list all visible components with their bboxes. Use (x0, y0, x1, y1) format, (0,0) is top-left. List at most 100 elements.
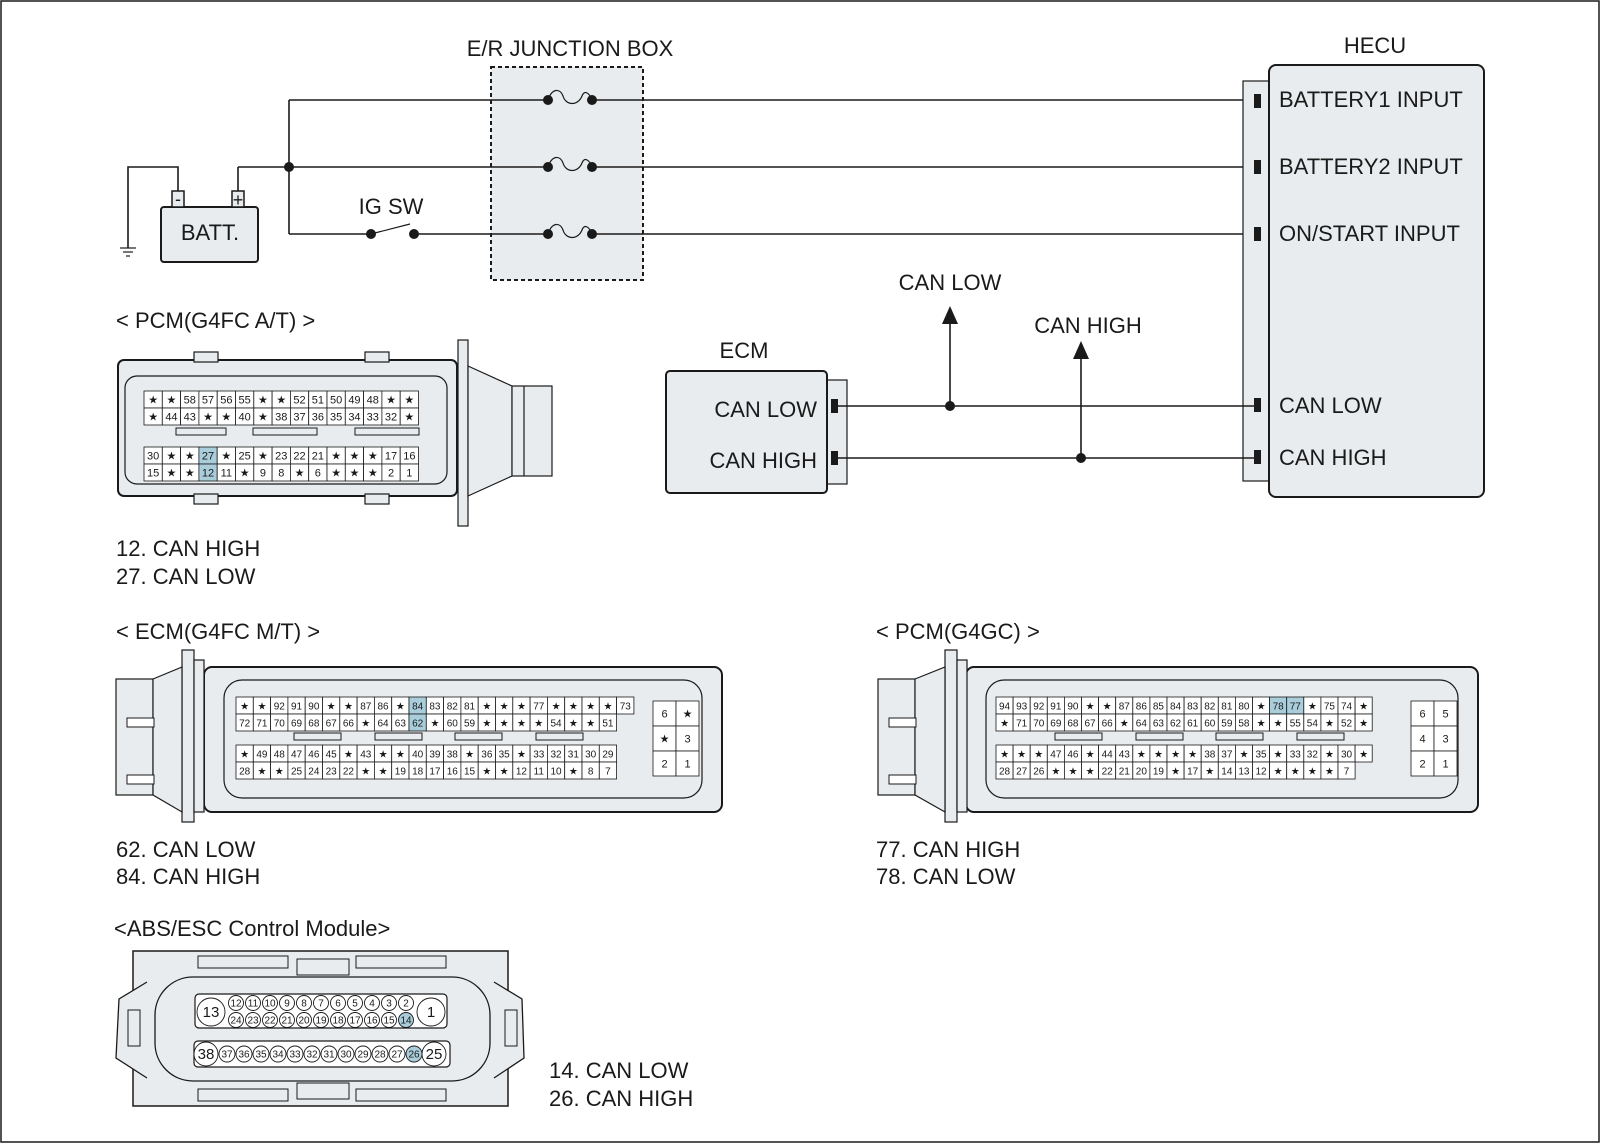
abs-pin: 6 (335, 999, 341, 1010)
ecm-mt-pin: ★ (603, 702, 612, 713)
ecm-mt-pin: ★ (586, 719, 595, 730)
ecm-mt-pin: 30 (585, 750, 597, 761)
hecu-can-high: CAN HIGH (1279, 445, 1387, 470)
abs-pin-circle (196, 997, 226, 1027)
ecm-mt-side-pin: 2 (661, 759, 667, 771)
pcm-at-pin: ★ (185, 451, 195, 463)
ecm-mt-pin: 71 (256, 719, 268, 730)
pcm-at-pin: 38 (275, 412, 287, 424)
pcm-g4gc-pin: ★ (1086, 702, 1095, 713)
can-high-arrow-label: CAN HIGH (1034, 313, 1142, 338)
abs-pin: 13 (203, 1004, 220, 1021)
pcm-g4gc-pin: ★ (1359, 702, 1368, 713)
abs-pin: 20 (298, 1016, 310, 1027)
ecm-mt-note-1: 62. CAN LOW (116, 837, 256, 862)
pcm-g4gc-side-pin: 4 (1419, 734, 1425, 746)
pcm-g4gc-pin: 94 (999, 702, 1011, 713)
pcm-at-pin: 11 (221, 468, 232, 480)
pcm-g4gc-side-pin-cell (1433, 750, 1458, 777)
abs-pin-circle (193, 1041, 219, 1067)
pcm-g4gc-pin: ★ (1171, 767, 1180, 778)
pcm-g4gc-side-pin: 2 (1419, 759, 1425, 771)
pcm-g4gc-pin: ★ (1000, 750, 1009, 761)
ecm-mt-pin: 63 (395, 719, 407, 730)
fuses (543, 89, 597, 239)
ecm-mt-pin: ★ (500, 767, 509, 778)
abs-pin-circle (398, 1012, 414, 1028)
pcm-at-pin: 34 (348, 412, 360, 424)
ecm-module: ECM CAN LOW CAN HIGH (665, 338, 848, 494)
pcm-g4gc-pin: ★ (1086, 750, 1095, 761)
pcm-g4gc-pin-cell (1354, 744, 1373, 763)
pcm-at-pin: 23 (275, 451, 287, 463)
fuse-3 (543, 223, 597, 239)
pcm-g4gc-pin: 92 (1033, 702, 1045, 713)
abs-pin: 38 (198, 1046, 215, 1063)
ground-icon (120, 247, 136, 257)
abs-pin: 17 (349, 1016, 361, 1027)
abs-title: <ABS/ESC Control Module> (114, 916, 390, 941)
pcm-g4gc-pin: 93 (1016, 702, 1028, 713)
ecm-mt-pin: 90 (308, 702, 320, 713)
abs-pin-circle (405, 1045, 423, 1063)
pcm-g4gc-pin: 85 (1153, 702, 1165, 713)
can-low-arrow-label: CAN LOW (899, 270, 1002, 295)
battery: - + BATT. (160, 189, 259, 263)
ecm-mt-pin: ★ (586, 702, 595, 713)
battery-plus: + (233, 190, 244, 210)
ecm-mt-side-pin: ★ (683, 709, 693, 721)
pcm-g4gc-pin: 38 (1204, 750, 1216, 761)
pcm-at-pin: 52 (293, 395, 305, 407)
ecm-mt-pin: 33 (533, 750, 545, 761)
pcm-at-pin: 21 (312, 451, 324, 463)
hecu-on-start-input: ON/START INPUT (1279, 221, 1460, 246)
pcm-g4gc-pin: 44 (1102, 750, 1114, 761)
ecm-mt-side-pin: 6 (661, 709, 667, 721)
pcm-g4gc-pin: 55 (1290, 719, 1302, 730)
pcm-at-pin: 57 (202, 395, 214, 407)
ecm-mt-pin: ★ (396, 702, 405, 713)
pcm-at-pin: 43 (184, 412, 196, 424)
pcm-g4gc-pin: 27 (1016, 767, 1028, 778)
pcm-g4gc-pin: ★ (1359, 750, 1368, 761)
abs-pin-circle (347, 1012, 363, 1028)
pcm-at-pin: 35 (330, 412, 342, 424)
ecm-mt-pin: 15 (464, 767, 476, 778)
pcm-at-pin: ★ (331, 451, 341, 463)
pcm-g4gc-pin: 47 (1050, 750, 1062, 761)
pcm-g4gc-pin: 7 (1344, 767, 1350, 778)
pcm-g4gc-pin: ★ (1257, 702, 1266, 713)
pcm-g4gc-pin: ★ (1154, 750, 1163, 761)
pcm-g4gc-pin: ★ (1359, 719, 1368, 730)
pcm-at-pin: 50 (330, 395, 342, 407)
pcm-g4gc-note-2: 78. CAN LOW (876, 864, 1016, 889)
pcm-g4gc-pin: 64 (1136, 719, 1148, 730)
ecm-mt-pin: 16 (447, 767, 459, 778)
ecm-mt-pin: 46 (308, 750, 320, 761)
pcm-g4gc-pin: ★ (1274, 719, 1283, 730)
abs-pin: 1 (427, 1004, 435, 1021)
abs-pin-circle (347, 995, 363, 1011)
pcm-g4gc-pin: 82 (1204, 702, 1216, 713)
abs-pin-circle (245, 1012, 261, 1028)
pcm-at-pin: ★ (185, 468, 195, 480)
pcm-g4gc-pin: ★ (1000, 719, 1009, 730)
pcm-at-title: < PCM(G4FC A/T) > (116, 308, 315, 333)
pcm-at-pin: ★ (240, 468, 250, 480)
pcm-at-pin: 49 (348, 395, 360, 407)
abs-pin: 34 (272, 1050, 284, 1061)
ecm-mt-pin: 51 (602, 719, 614, 730)
ecm-mt-pin: 39 (429, 750, 441, 761)
pcm-g4gc-pin: ★ (1034, 750, 1043, 761)
abs-pin: 35 (255, 1050, 267, 1061)
abs-pin-circle (235, 1045, 253, 1063)
ecm-mt-pin: 18 (412, 767, 424, 778)
ecm-mt-pin: 87 (360, 702, 372, 713)
ignition-switch-label: IG SW (359, 194, 424, 219)
